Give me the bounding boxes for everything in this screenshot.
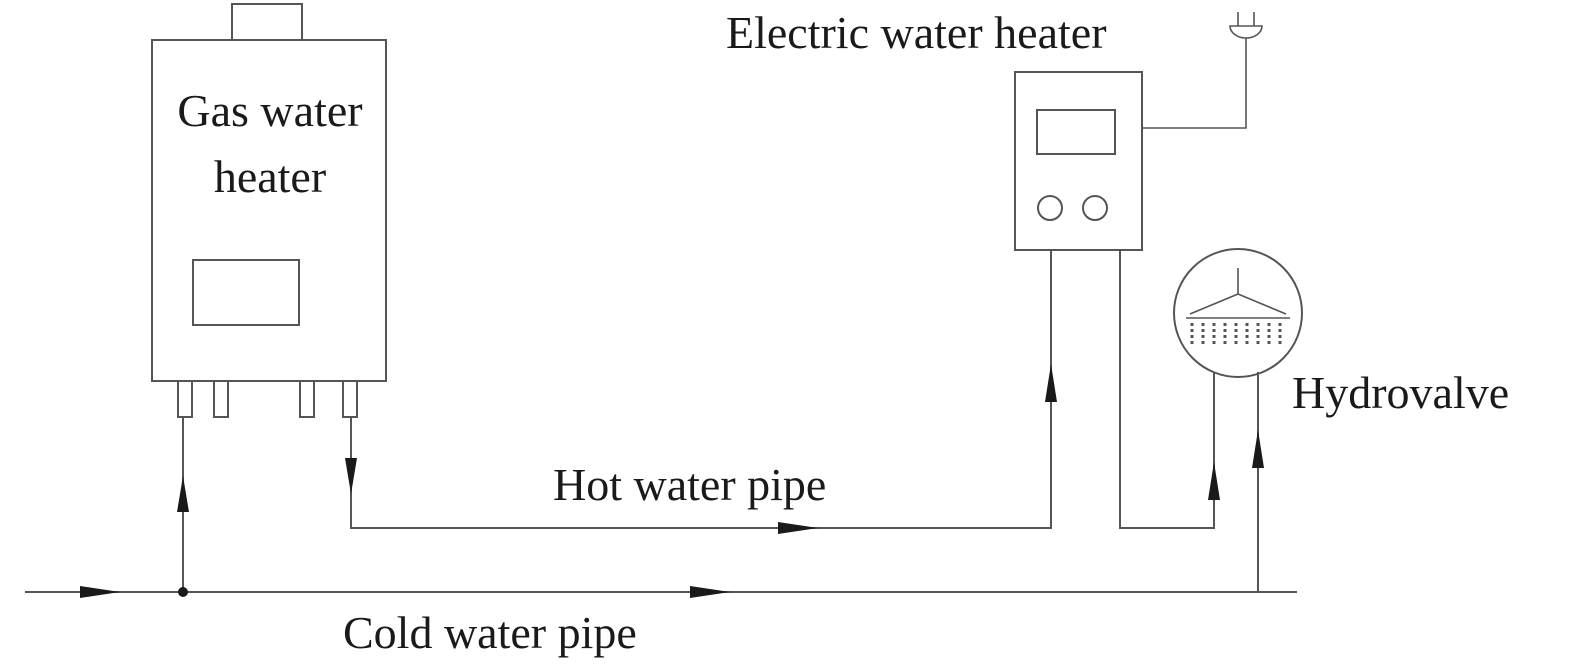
hydrovalve-label: Hydrovalve: [1292, 367, 1509, 418]
gas-heater-display-window: [192, 259, 300, 326]
arrow-hot-pipe: [778, 522, 818, 534]
electric-to-hydrovalve-line: [1119, 250, 1215, 529]
pipes: [25, 250, 1297, 598]
electric-water-heater: Electric water heater: [726, 7, 1263, 251]
arrow-hot-down-gas: [345, 458, 357, 494]
shower-head-icon: [1186, 268, 1290, 344]
gas-heater-stub-3: [299, 380, 315, 418]
arrow-cold-up-gas: [177, 476, 189, 512]
gas-heater-flue: [231, 3, 303, 41]
arrow-to-hydrovalve-right: [1252, 430, 1264, 468]
arrow-cold-main: [690, 586, 730, 598]
arrow-cold-inlet: [80, 586, 120, 598]
hydrovalve-circle: [1173, 248, 1303, 378]
gas-heater-label-line2: heater: [214, 151, 326, 202]
gas-heater-label-line1: Gas water: [177, 85, 362, 136]
electric-heater-label: Electric water heater: [726, 7, 1107, 58]
gas-heater-stub-1: [177, 380, 193, 418]
gas-heater-stub-4: [342, 380, 358, 418]
electric-heater-display: [1036, 109, 1116, 155]
cold-junction-dot: [178, 587, 188, 597]
electric-heater-knob-left: [1037, 195, 1063, 221]
hydrovalve: Hydrovalve: [1173, 248, 1509, 418]
gas-water-heater: Gas water heater: [151, 3, 387, 418]
gas-heater-stub-2: [213, 380, 229, 418]
electric-heater-body: [1014, 71, 1143, 251]
cold-water-pipe-label: Cold water pipe: [343, 607, 637, 658]
hot-water-pipe-label: Hot water pipe: [553, 459, 826, 510]
arrow-hot-up-electric: [1045, 364, 1057, 402]
electric-heater-knob-right: [1082, 195, 1108, 221]
arrow-to-hydrovalve-left: [1208, 462, 1220, 500]
power-cord: [1142, 38, 1247, 129]
plug-icon: [1229, 12, 1263, 39]
